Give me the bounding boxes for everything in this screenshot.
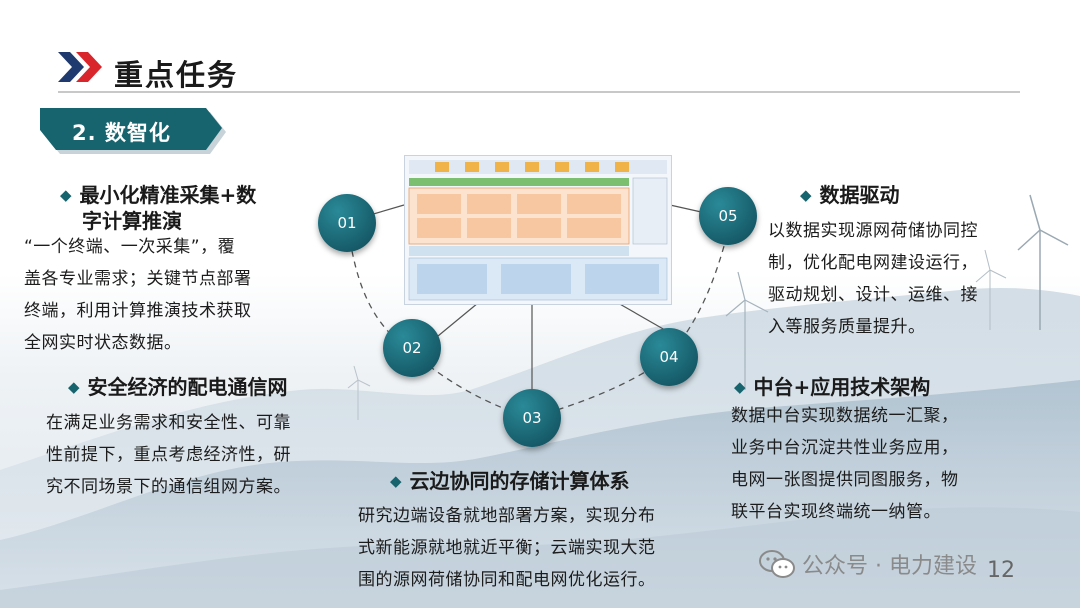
page-number: 12	[987, 558, 1015, 583]
diamond-bullet-icon: ◆	[800, 186, 812, 204]
node-05: 05	[699, 187, 757, 245]
item5-heading: ◆ 数据驱动	[800, 182, 900, 208]
watermark: 公众号 · 电力建设	[758, 548, 977, 580]
item3-text-line: 围的源网荷储协同和配电网优化运行。	[358, 570, 656, 590]
item5-text-line: 制，优化配电网建设运行，	[768, 253, 978, 273]
item2-text-line: 在满足业务需求和安全性、可靠	[46, 413, 291, 433]
wind-turbine-icon	[1017, 194, 1069, 330]
item5-text-line: 以数据实现源网荷储协同控	[768, 221, 978, 241]
section-label: 2. 数智化	[72, 121, 171, 145]
item1-text-line: 全网实时状态数据。	[24, 333, 182, 353]
item1-text-line: 盖各专业需求；关键节点部署	[24, 269, 252, 289]
item3-text: 研究边端设备就地部署方案，实现分布 式新能源就地就近平衡；云端实现大范 围的源网…	[358, 500, 656, 596]
item4-text-line: 联平台实现终端统一纳管。	[731, 502, 941, 522]
item4-text-line: 电网一张图提供同图服务，物	[731, 470, 959, 490]
item1-text-line: “一个终端、一次采集”，覆	[24, 237, 236, 257]
node-02: 02	[383, 319, 441, 377]
item2-text: 在满足业务需求和安全性、可靠 性前提下，重点考虑经济性，研 究不同场景下的通信组…	[46, 407, 291, 503]
item5-text-line: 入等服务质量提升。	[768, 317, 926, 337]
section-tag-background	[40, 108, 226, 154]
item4-text-line: 数据中台实现数据统一汇聚，	[731, 406, 959, 426]
page-title: 重点任务	[114, 58, 239, 92]
item1-heading-line1: 最小化精准采集+数	[79, 183, 257, 207]
item5-text-line: 驱动规划、设计、运维、接	[768, 285, 978, 305]
watermark-text: 公众号 · 电力建设	[802, 554, 977, 579]
diamond-bullet-icon: ◆	[390, 472, 402, 490]
item1-text: “一个终端、一次采集”，覆 盖各专业需求；关键节点部署 终端，利用计算推演技术获…	[24, 231, 252, 359]
item2-heading: ◆ 安全经济的配电通信网	[68, 374, 288, 400]
diamond-bullet-icon: ◆	[734, 378, 746, 396]
item2-heading-text: 安全经济的配电通信网	[87, 375, 288, 399]
architecture-diagram-image	[404, 155, 672, 305]
item3-text-line: 式新能源就地就近平衡；云端实现大范	[358, 538, 656, 558]
diamond-bullet-icon: ◆	[68, 378, 80, 396]
item4-text: 数据中台实现数据统一汇聚， 业务中台沉淀共性业务应用， 电网一张图提供同图服务，…	[731, 400, 959, 528]
item3-text-line: 研究边端设备就地部署方案，实现分布	[358, 506, 656, 526]
wechat-icon	[759, 550, 795, 578]
item2-text-line: 究不同场景下的通信组网方案。	[46, 477, 291, 497]
item1-text-line: 终端，利用计算推演技术获取	[24, 301, 252, 321]
item3-heading-text: 云边协同的存储计算体系	[409, 469, 630, 493]
item5-heading-text: 数据驱动	[819, 183, 900, 207]
node-01: 01	[318, 194, 376, 252]
item1-heading: ◆ 最小化精准采集+数 字计算推演	[60, 182, 330, 234]
chevron-logo-icon	[58, 52, 102, 82]
item2-text-line: 性前提下，重点考虑经济性，研	[46, 445, 291, 465]
item3-heading: ◆ 云边协同的存储计算体系	[390, 468, 630, 494]
diamond-bullet-icon: ◆	[60, 186, 72, 204]
item4-text-line: 业务中台沉淀共性业务应用，	[731, 438, 959, 458]
node-04: 04	[640, 328, 698, 386]
title-divider	[58, 91, 1020, 93]
item4-heading: ◆ 中台+应用技术架构	[734, 374, 930, 400]
item5-text: 以数据实现源网荷储协同控 制，优化配电网建设运行， 驱动规划、设计、运维、接 入…	[768, 215, 978, 343]
node-03: 03	[503, 389, 561, 447]
item1-heading-line2: 字计算推演	[82, 209, 182, 233]
item4-heading-text: 中台+应用技术架构	[753, 375, 931, 399]
